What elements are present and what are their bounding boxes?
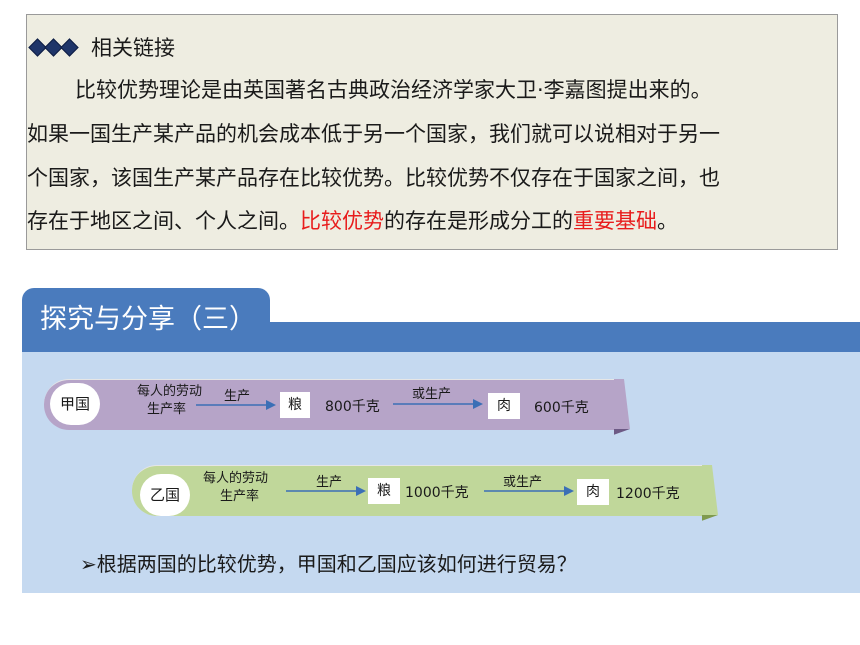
paragraph-line-4: 存在于地区之间、个人之间。比较优势的存在是形成分工的重要基础。 (27, 209, 678, 233)
section-title: 探究与分享（三） (40, 304, 256, 335)
diamond-bullets-icon (28, 37, 79, 57)
related-link-title: 相关链接 (91, 36, 175, 60)
arrow-right-icon (484, 486, 574, 496)
country-a-qty2: 600千克 (534, 400, 589, 416)
paragraph-line-3: 个国家，该国生产某产品存在比较优势。比较优势不仅存在于国家之间，也 (27, 166, 720, 190)
country-b-qty2: 1200千克 (616, 486, 680, 502)
paragraph-line-2: 如果一国生产某产品的机会成本低于另一个国家，我们就可以说相对于另一 (27, 122, 720, 146)
country-a-produce-label: 生产 (224, 389, 251, 404)
country-a-good2-box: 肉 (488, 393, 520, 419)
ribbon-tail-icon (614, 379, 630, 435)
paragraph-line-1: 比较优势理论是由英国著名古典政治经济学家大卫·李嘉图提出来的。 (75, 78, 712, 102)
section-header-tab (22, 288, 270, 352)
country-a-rate-line1: 每人的劳动 (137, 384, 203, 399)
related-link-box: 相关链接 比较优势理论是由英国著名古典政治经济学家大卫·李嘉图提出来的。 如果一… (26, 14, 838, 250)
country-b-rate-line1: 每人的劳动 (203, 471, 269, 486)
arrow-right-icon (196, 400, 276, 410)
country-b-good1-box: 粮 (368, 478, 400, 504)
arrow-right-icon (393, 399, 483, 409)
country-b-qty1: 1000千克 (405, 485, 469, 501)
country-a-rate-line2: 生产率 (147, 402, 187, 417)
related-link-heading: 相关链接 (28, 33, 175, 61)
highlight-comparative-advantage: 比较优势 (300, 209, 384, 233)
discussion-question: ➢根据两国的比较优势，甲国和乙国应该如何进行贸易？ (80, 552, 577, 576)
country-a-or-produce-label: 或生产 (412, 387, 452, 402)
highlight-important-basis: 重要基础 (573, 209, 657, 233)
country-b-or-produce-label: 或生产 (503, 475, 543, 490)
country-b-good2-box: 肉 (577, 479, 609, 505)
ribbon-tail-icon (702, 465, 718, 521)
country-b-produce-label: 生产 (316, 475, 343, 490)
country-a-ribbon (44, 379, 614, 430)
arrow-right-icon (286, 486, 366, 496)
country-a-good1-box: 粮 (280, 392, 310, 418)
country-b-rate-line2: 生产率 (220, 489, 260, 504)
country-a-qty1: 800千克 (325, 399, 380, 415)
country-b-label: 乙国 (140, 474, 190, 516)
country-a-label: 甲国 (50, 383, 100, 425)
arrow-bullet-icon: ➢ (80, 552, 97, 576)
